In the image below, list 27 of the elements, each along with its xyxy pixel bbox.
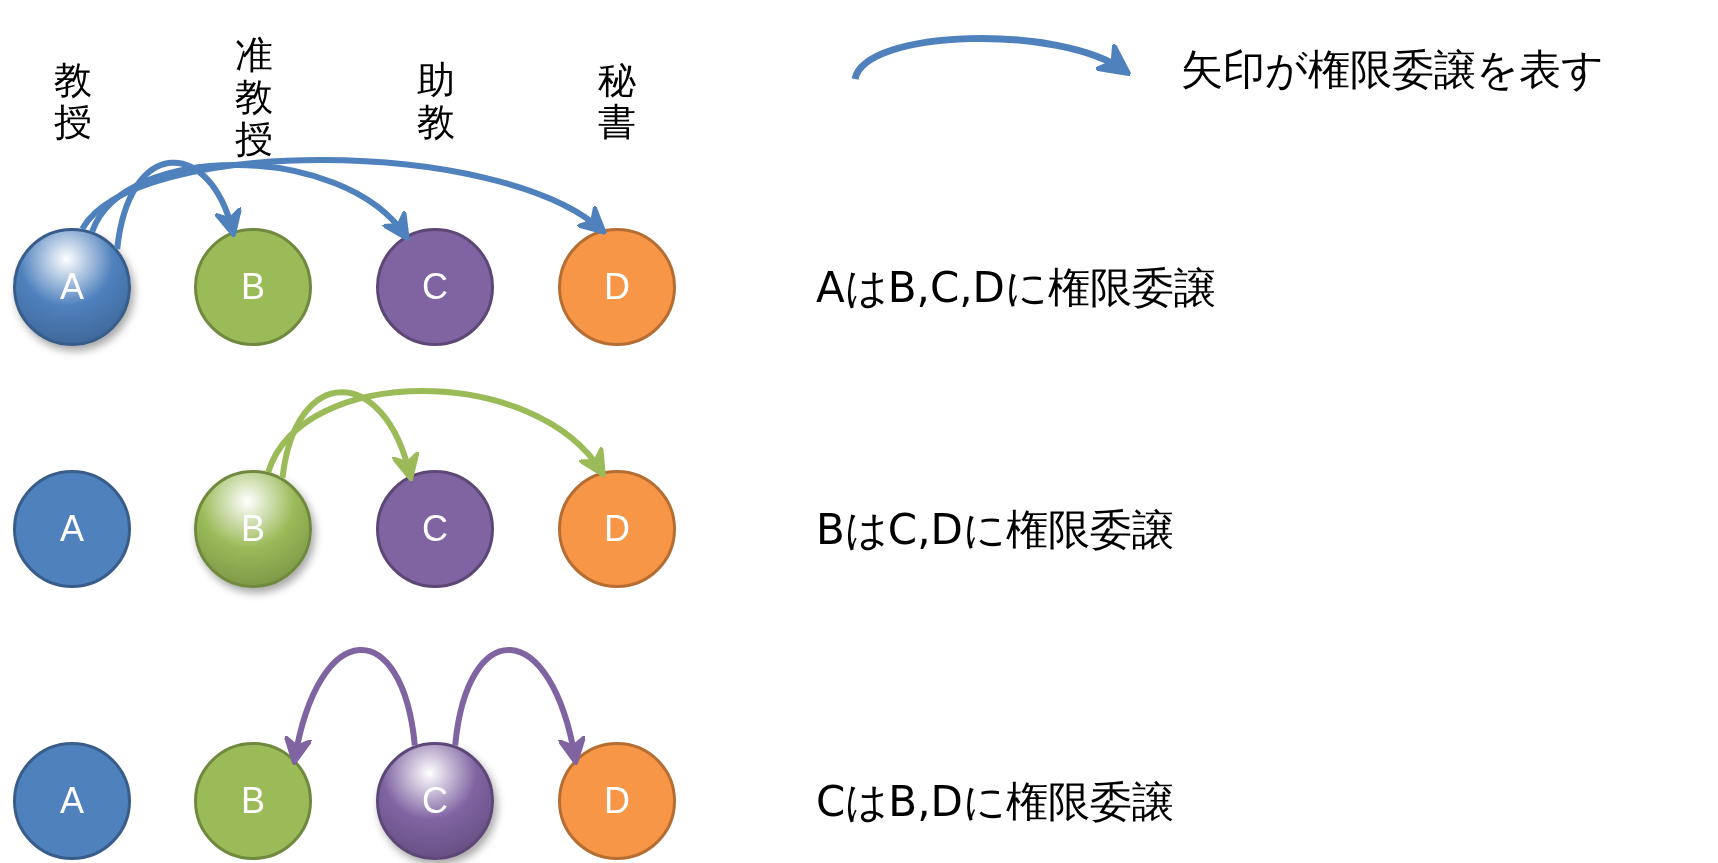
circle-letter: A <box>60 780 84 822</box>
delegation-note: CはB,Dに権限委譲 <box>816 776 1174 828</box>
delegation-arrow <box>114 159 241 250</box>
column-header: 教授 <box>54 60 92 144</box>
delegation-arrow <box>89 162 411 242</box>
delegation-arrow <box>452 647 586 766</box>
delegation-arrow <box>80 157 608 235</box>
delegation-arrow <box>265 388 607 478</box>
delegation-note: BはC,Dに権限委譲 <box>816 504 1174 556</box>
circle-letter: D <box>604 266 630 308</box>
column-header: 秘書 <box>598 60 636 144</box>
column-header: 准教授 <box>235 35 273 161</box>
circle-letter: B <box>241 266 265 308</box>
circle-letter: C <box>422 266 448 308</box>
legend-text: 矢印が権限委譲を表す <box>1181 44 1604 96</box>
circle-letter: D <box>604 780 630 822</box>
delegation-arrow <box>284 647 418 766</box>
circle-letter: C <box>422 508 448 550</box>
circle-letter: D <box>604 508 630 550</box>
circle-letter: A <box>60 266 84 308</box>
delegation-arrow <box>279 389 419 483</box>
column-header: 助教 <box>417 60 455 144</box>
circle-letter: A <box>60 508 84 550</box>
delegation-note: AはB,C,Dに権限委譲 <box>816 262 1216 314</box>
circle-letter: B <box>241 780 265 822</box>
circle-letter: C <box>422 780 448 822</box>
circle-letter: B <box>241 508 265 550</box>
